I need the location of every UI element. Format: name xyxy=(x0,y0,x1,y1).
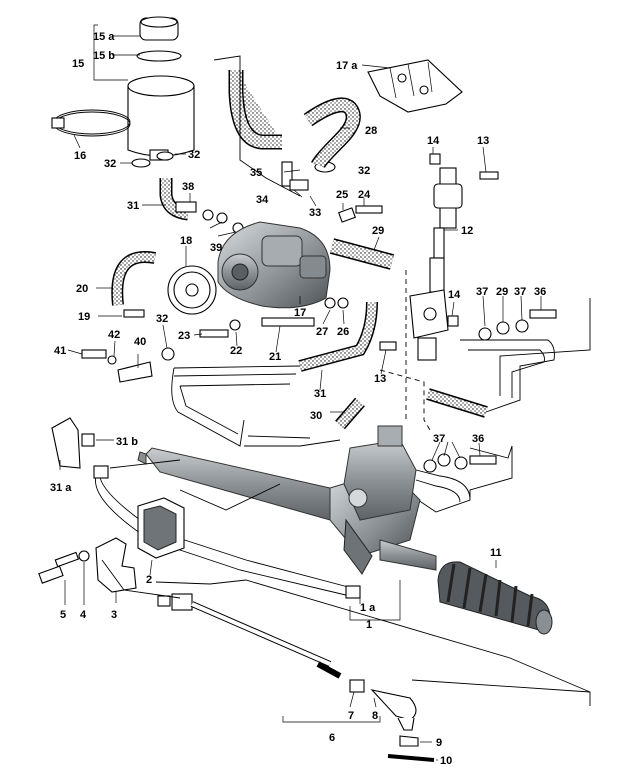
label-17a: 17 a xyxy=(336,60,358,72)
label-40: 40 xyxy=(134,336,146,348)
label-15b: 15 b xyxy=(93,50,115,62)
label-36a: 36 xyxy=(534,286,546,298)
label-9: 9 xyxy=(436,737,442,749)
bracket-31a xyxy=(51,417,95,469)
label-33: 33 xyxy=(309,207,321,219)
bracket-17a xyxy=(367,59,463,113)
label-11: 11 xyxy=(490,547,502,559)
label-14b: 14 xyxy=(448,289,461,301)
label-35: 35 xyxy=(250,167,262,179)
label-32a: 32 xyxy=(104,158,116,170)
label-10: 10 xyxy=(440,755,452,767)
hose-clamp-16 xyxy=(51,109,131,137)
label-16: 16 xyxy=(74,150,86,162)
label-41: 41 xyxy=(54,345,66,357)
label-32e: 32 xyxy=(156,313,168,325)
callout-labels: 15 a 15 b 15 16 32 32 17 a 28 32 35 34 3… xyxy=(50,31,546,767)
label-18: 18 xyxy=(180,235,192,247)
label-6: 6 xyxy=(329,732,335,744)
label-26: 26 xyxy=(337,326,349,338)
label-1a: 1 a xyxy=(360,602,376,614)
label-20: 20 xyxy=(76,283,88,295)
label-13b: 13 xyxy=(374,373,386,385)
pulley-18 xyxy=(167,265,217,315)
label-27: 27 xyxy=(316,326,328,338)
label-31a: 31 xyxy=(127,200,139,212)
label-13a: 13 xyxy=(477,135,489,147)
label-14a: 14 xyxy=(427,135,440,147)
label-2: 2 xyxy=(146,574,152,586)
label-7: 7 xyxy=(348,710,354,722)
label-17: 17 xyxy=(294,307,306,319)
leader-lines xyxy=(59,24,542,761)
label-19: 19 xyxy=(78,311,90,323)
label-3: 3 xyxy=(111,609,117,621)
label-37c: 37 xyxy=(433,433,445,445)
label-5: 5 xyxy=(60,609,66,621)
label-31a2: 31 a xyxy=(50,482,72,494)
power-steering-pump-17 xyxy=(217,221,331,309)
small-clamps-32 xyxy=(131,151,336,173)
label-24: 24 xyxy=(358,189,371,201)
rack-boot-11 xyxy=(437,561,553,635)
steering-column-12 xyxy=(409,167,463,361)
hardware-small xyxy=(81,153,557,473)
label-25: 25 xyxy=(336,189,348,201)
label-22: 22 xyxy=(230,345,242,357)
label-31b2: 31 b xyxy=(116,436,138,448)
label-23: 23 xyxy=(178,330,190,342)
label-36b: 36 xyxy=(472,433,484,445)
label-28: 28 xyxy=(365,125,377,137)
label-4: 4 xyxy=(80,609,87,621)
steering-rack-1 xyxy=(137,425,437,575)
label-34: 34 xyxy=(256,194,269,206)
label-8: 8 xyxy=(372,710,378,722)
fluid-reservoir xyxy=(127,16,195,161)
label-37a: 37 xyxy=(476,286,488,298)
tie-rod-6 xyxy=(157,593,435,762)
label-30: 30 xyxy=(310,410,322,422)
label-15: 15 xyxy=(72,58,84,70)
label-21: 21 xyxy=(269,351,281,363)
label-32c: 32 xyxy=(358,165,370,177)
label-29a: 29 xyxy=(372,225,384,237)
label-32b: 32 xyxy=(188,149,200,161)
label-39: 39 xyxy=(210,242,222,254)
label-37b: 37 xyxy=(514,286,526,298)
mount-parts xyxy=(38,497,185,593)
label-31b: 31 xyxy=(314,388,326,400)
assembly-lines xyxy=(101,55,591,706)
cooler-pipes xyxy=(171,339,555,513)
label-15a: 15 a xyxy=(93,31,115,43)
label-12: 12 xyxy=(461,225,473,237)
label-1: 1 xyxy=(366,619,372,631)
label-38: 38 xyxy=(182,181,194,193)
label-29b: 29 xyxy=(496,286,508,298)
label-42: 42 xyxy=(108,329,120,341)
